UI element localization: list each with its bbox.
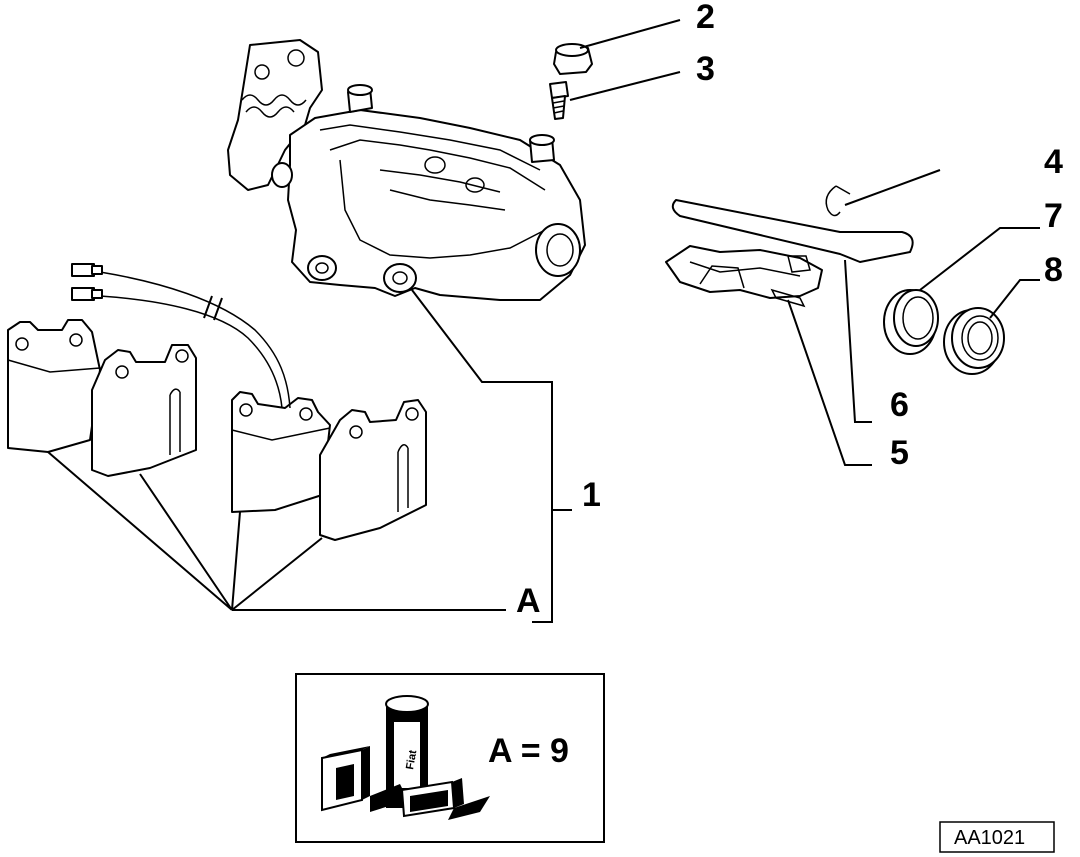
pad-wear-sensor-wire: [71, 263, 291, 409]
brake-pad-3: [231, 391, 331, 513]
drawing-code-box: AA1021: [939, 821, 1055, 853]
callout-3: 3: [696, 50, 715, 88]
kit-legend-box: Fiat A = 9: [295, 673, 605, 843]
brake-pad-1: [7, 319, 101, 453]
retaining-clip: [665, 245, 823, 308]
callout-7: 7: [1044, 197, 1063, 235]
brake-caliper-body: [227, 39, 586, 301]
callout-4: 4: [1044, 143, 1063, 181]
callout-5: 5: [890, 434, 909, 472]
dust-boot-seal: [943, 307, 1005, 375]
brake-pad-2: [91, 344, 197, 477]
callout-1: 1: [582, 476, 601, 514]
drawing-code: AA1021: [954, 827, 1025, 849]
guide-pin: [671, 199, 914, 263]
piston-seal-ring: [883, 289, 939, 355]
callout-6: 6: [890, 386, 909, 424]
kit-equation: A = 9: [488, 732, 569, 770]
spring-pin: [825, 185, 851, 217]
callout-8: 8: [1044, 251, 1063, 289]
bleeder-screw: [549, 81, 569, 120]
small-package-icon: [400, 778, 490, 820]
callout-2: 2: [696, 0, 715, 36]
bleeder-cap: [553, 43, 593, 75]
pad-package-icon: [321, 746, 408, 812]
leader-lines: [47, 19, 1040, 623]
logo-text-can: Fiat: [404, 749, 419, 771]
brake-pad-4: [319, 399, 427, 541]
callout-A: A: [516, 582, 541, 620]
